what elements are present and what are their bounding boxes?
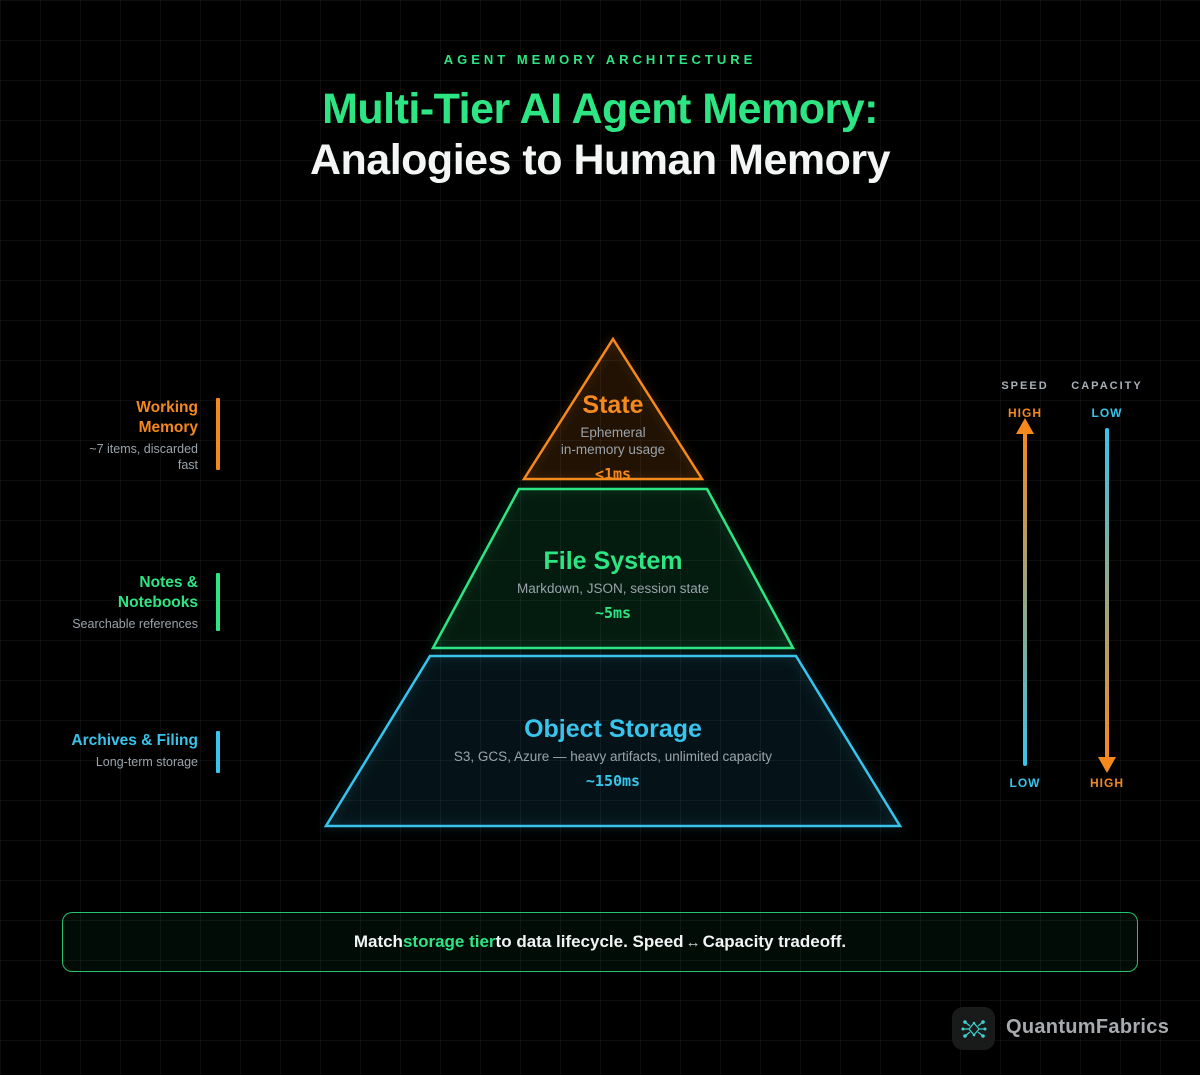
analogy-subtitle-line: fast bbox=[177, 458, 198, 472]
capacity-axis-label: CAPACITY bbox=[1071, 380, 1143, 392]
tier-description-line: S3, GCS, Azure — heavy artifacts, unlimi… bbox=[453, 749, 773, 764]
callout-text-highlight: storage tier bbox=[402, 932, 496, 951]
capacity-arrowhead-down-icon bbox=[1098, 757, 1116, 773]
quantum-network-icon bbox=[961, 1019, 986, 1038]
tier-filesystem-shape bbox=[430, 487, 796, 650]
tier-title: Object Storage bbox=[524, 715, 702, 743]
title-line-plain: Analogies to Human Memory bbox=[309, 136, 891, 184]
analogy-tick-bar bbox=[216, 731, 220, 773]
analogy-title-line: Notebooks bbox=[117, 594, 198, 611]
analogy-tick-bar bbox=[216, 573, 220, 631]
analogy-subtitle-line: ~7 items, discarded bbox=[89, 442, 198, 456]
capacity-top-value: LOW bbox=[1091, 406, 1123, 420]
tier-latency: <1ms bbox=[594, 465, 632, 483]
tier-description: Ephemeral in-memory usage bbox=[353, 424, 873, 458]
speed-axis-label: SPEED bbox=[1001, 380, 1049, 392]
analogy-title: Notes & Notebooks bbox=[30, 573, 198, 613]
analogy-subtitle: Long-term storage bbox=[30, 754, 198, 770]
analogy-title-line: Memory bbox=[138, 419, 198, 436]
analogy-subtitle: ~7 items, discarded fast bbox=[30, 441, 198, 473]
tier-state-shape bbox=[521, 336, 705, 481]
tier-objectstorage-shape bbox=[323, 654, 903, 828]
speed-arrowhead-up-icon bbox=[1016, 418, 1034, 434]
tier-description-line: in-memory usage bbox=[560, 442, 666, 457]
speed-axis-line bbox=[1023, 432, 1027, 766]
tier-state-text: State Ephemeral in-memory usage <1ms bbox=[353, 392, 873, 483]
analogy-working-memory: Working Memory ~7 items, discarded fast bbox=[30, 398, 220, 473]
capacity-bottom-value: HIGH bbox=[1090, 776, 1124, 790]
speed-bottom-value: LOW bbox=[1009, 776, 1041, 790]
analogy-subtitle: Searchable references bbox=[30, 616, 198, 632]
analogy-title-line: Archives & Filing bbox=[71, 732, 198, 749]
capacity-axis-line bbox=[1105, 428, 1109, 758]
tier-objectstorage-text: Object Storage S3, GCS, Azure — heavy ar… bbox=[353, 716, 873, 790]
tier-latency: ~5ms bbox=[594, 604, 632, 622]
analogy-notes-notebooks: Notes & Notebooks Searchable references bbox=[30, 573, 220, 632]
page-title: Multi-Tier AI Agent Memory: Analogies to… bbox=[0, 84, 1200, 186]
title-line-accent: Multi-Tier AI Agent Memory: bbox=[322, 85, 878, 133]
brand-logo bbox=[952, 1007, 995, 1050]
analogy-title-line: Working bbox=[136, 399, 198, 416]
brand-name: QuantumFabrics bbox=[1006, 1016, 1170, 1038]
speed-top-value: HIGH bbox=[1008, 406, 1042, 420]
analogy-subtitle-line: Long-term storage bbox=[95, 755, 198, 769]
eyebrow-label: AGENT MEMORY ARCHITECTURE bbox=[443, 52, 757, 67]
analogy-tick-bar bbox=[216, 398, 220, 470]
callout-text-suffix: Capacity tradeoff. bbox=[702, 932, 847, 951]
tier-title: File System bbox=[543, 547, 683, 575]
tier-description-line: Markdown, JSON, session state bbox=[516, 581, 710, 596]
callout-text-prefix: Match bbox=[353, 932, 403, 951]
analogy-archives-filing: Archives & Filing Long-term storage bbox=[30, 731, 220, 773]
analogy-title-line: Notes & bbox=[139, 574, 198, 591]
tier-description: Markdown, JSON, session state bbox=[353, 580, 873, 597]
callout-text-middle: to data lifecycle. Speed bbox=[495, 932, 684, 951]
left-right-arrow-icon: ↔ bbox=[685, 933, 701, 951]
tier-latency: ~150ms bbox=[585, 772, 641, 790]
tier-description: S3, GCS, Azure — heavy artifacts, unlimi… bbox=[353, 748, 873, 765]
analogy-subtitle-line: Searchable references bbox=[72, 617, 198, 631]
analogy-title: Working Memory bbox=[30, 398, 198, 438]
takeaway-callout: Match storage tier to data lifecycle. Sp… bbox=[62, 912, 1138, 972]
analogy-title: Archives & Filing bbox=[30, 731, 198, 751]
tier-title: State bbox=[582, 391, 644, 419]
tier-description-line: Ephemeral bbox=[580, 425, 646, 440]
tier-filesystem-text: File System Markdown, JSON, session stat… bbox=[353, 548, 873, 622]
